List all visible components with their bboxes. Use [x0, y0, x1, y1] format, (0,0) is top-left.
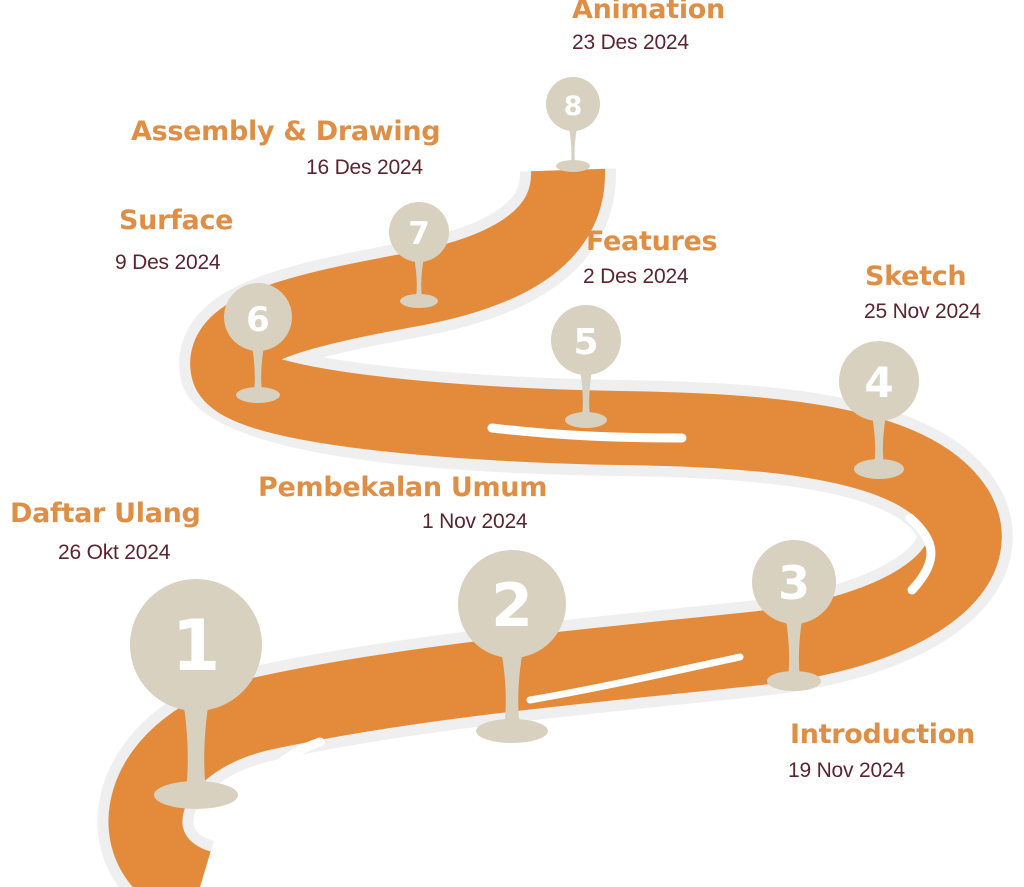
milestone-label-7: Assembly & Drawing: [131, 116, 441, 147]
milestone-pin-3: 3: [752, 540, 836, 691]
milestone-date-wrap-2: 1 Nov 2024: [422, 510, 528, 534]
pin-number: 6: [246, 300, 270, 340]
milestone-pin-4: 4: [839, 341, 919, 479]
milestone-pin-1: 1: [130, 579, 262, 809]
milestone-date: 1 Nov 2024: [422, 510, 528, 533]
pin-number: 5: [573, 322, 598, 363]
road-stripe: [905, 513, 936, 595]
milestone-label-3: Introduction: [790, 719, 975, 750]
milestone-date-wrap-7: 16 Des 2024: [306, 156, 423, 180]
milestone-label-6: Surface: [119, 205, 233, 236]
milestone-date-wrap-1: 26 Okt 2024: [58, 541, 170, 565]
milestone-date-wrap-5: 2 Des 2024: [583, 265, 689, 289]
milestone-label-1: Daftar Ulang: [10, 498, 201, 529]
milestone-title: Animation: [572, 0, 725, 25]
road-stripe: [487, 423, 687, 443]
milestone-date: 2 Des 2024: [583, 265, 689, 288]
milestone-date-wrap-4: 25 Nov 2024: [864, 300, 981, 324]
milestone-date: 26 Okt 2024: [58, 541, 171, 564]
milestone-pin-5: 5: [551, 305, 621, 428]
pin-number: 8: [564, 91, 583, 122]
milestone-pin-2: 2: [458, 550, 566, 743]
milestone-title: Assembly & Drawing: [131, 116, 441, 147]
milestone-date-wrap-3: 19 Nov 2024: [788, 759, 905, 783]
milestone-pin-8: 8: [546, 77, 600, 172]
milestone-date-wrap-6: 9 Des 2024: [115, 251, 221, 275]
milestone-title: Pembekalan Umum: [258, 472, 548, 503]
milestone-label-4: Sketch: [865, 261, 967, 292]
milestone-date: 16 Des 2024: [306, 156, 423, 179]
milestone-label-2: Pembekalan Umum: [258, 472, 547, 503]
milestone-title: Daftar Ulang: [10, 498, 201, 529]
milestone-pin-7: 7: [389, 202, 449, 308]
pin-number: 7: [408, 216, 430, 252]
pin-number: 2: [491, 571, 533, 641]
milestone-label-8: Animation: [572, 0, 725, 25]
milestone-date: 9 Des 2024: [115, 251, 221, 274]
milestone-pin-6: 6: [224, 283, 292, 403]
milestone-date: 19 Nov 2024: [788, 759, 905, 782]
milestone-title: Sketch: [865, 261, 967, 292]
road-stripe: [526, 653, 744, 704]
pin-number: 4: [864, 358, 893, 407]
pin-number: 3: [778, 556, 810, 610]
road-stripe: [242, 737, 325, 873]
milestone-date-wrap-8: 23 Des 2024: [572, 31, 689, 55]
milestone-label-5: Features: [586, 226, 718, 257]
milestone-title: Introduction: [790, 719, 975, 750]
pin-number: 1: [172, 605, 221, 687]
milestone-title: Surface: [119, 205, 234, 236]
milestone-title: Features: [586, 226, 718, 257]
milestone-date: 25 Nov 2024: [864, 300, 981, 323]
milestone-date: 23 Des 2024: [572, 31, 689, 54]
